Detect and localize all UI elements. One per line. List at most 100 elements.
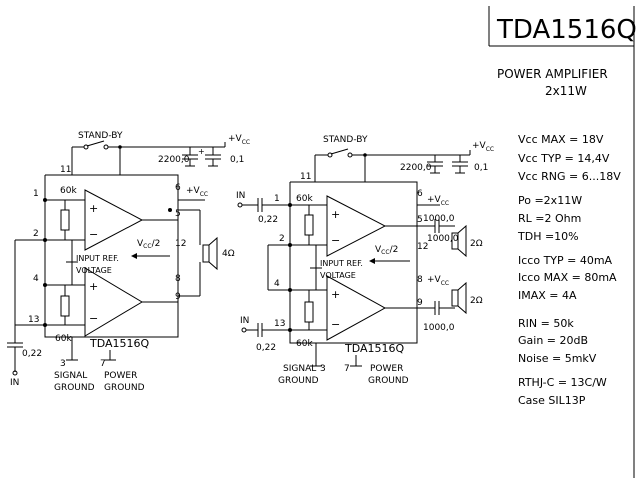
- right-cap-out-mid: 1000,0: [427, 234, 459, 244]
- svg-text:3: 3: [60, 359, 66, 369]
- right-signal-ground-2: GROUND: [278, 376, 319, 386]
- spec-imax: IMAX = 4A: [518, 289, 577, 302]
- svg-text:+: +: [198, 147, 205, 156]
- right-power-ground-1: POWER: [370, 364, 403, 374]
- right-signal-ground-1: SIGNAL: [283, 364, 316, 374]
- left-vcc-right: +VCC: [186, 186, 208, 198]
- left-circuit: STAND-BY +VCC + 2200,0 0,1 11 TDA1516Q +: [7, 131, 250, 393]
- right-cap-in-bottom: 0,22: [256, 343, 276, 353]
- right-speaker-top-ohm: 2Ω: [470, 239, 483, 249]
- left-res-top: [60, 209, 70, 231]
- svg-text:8: 8: [175, 274, 181, 284]
- title-block: TDA1516Q POWER AMPLIFIER 2x11W: [488, 6, 637, 478]
- svg-text:−: −: [331, 318, 340, 331]
- right-opamp-bottom: [326, 275, 387, 341]
- right-standby-label: STAND-BY: [323, 135, 368, 145]
- right-cap-in-top: 0,22: [258, 215, 278, 225]
- svg-text:12: 12: [417, 242, 428, 252]
- right-speaker-bottom-coil: [451, 289, 459, 307]
- svg-text:+: +: [331, 288, 340, 301]
- left-cap-01: 0,1: [230, 155, 244, 165]
- left-power-ground-1: POWER: [104, 371, 137, 381]
- left-signal-ground-2: GROUND: [54, 383, 95, 393]
- right-speaker-top-cone: [457, 224, 467, 258]
- svg-text:−: −: [89, 312, 98, 325]
- specs-panel: Vcc MAX = 18V Vcc TYP = 14,4V Vcc RNG = …: [517, 133, 621, 407]
- left-speaker-coil: [202, 244, 210, 263]
- svg-text:6: 6: [417, 189, 423, 199]
- left-opamp-bottom: [84, 267, 143, 337]
- svg-text:2: 2: [33, 229, 39, 239]
- spec-vcc-rng: Vcc RNG = 6...18V: [518, 170, 621, 183]
- right-chip-label: TDA1516Q: [344, 342, 405, 355]
- svg-text:7: 7: [100, 359, 106, 369]
- left-input-ref-1: INPUT REF.: [76, 254, 119, 263]
- subtitle-output-power: 2x11W: [545, 84, 587, 98]
- svg-text:9: 9: [417, 298, 423, 308]
- left-res-bottom-label: 60k: [55, 334, 72, 344]
- left-input-ref-2: VOLTAGE: [76, 266, 112, 275]
- part-number-title: TDA1516Q: [496, 15, 637, 45]
- left-cap-in: 0,22: [22, 349, 42, 359]
- right-vcc-pin8: +VCC: [427, 275, 449, 287]
- right-res-bottom: [304, 301, 314, 323]
- right-res-top-label: 60k: [296, 194, 313, 204]
- spec-vcc-typ: Vcc TYP = 14,4V: [518, 152, 610, 165]
- right-input-ref-2: VOLTAGE: [320, 271, 356, 280]
- svg-text:12: 12: [175, 239, 186, 249]
- left-res-bottom: [60, 295, 70, 317]
- left-speaker-cone: [208, 236, 218, 271]
- spec-po: Po =2x11W: [518, 194, 582, 207]
- spec-tdh: TDH =10%: [517, 230, 579, 243]
- left-opamp-top: [84, 189, 144, 251]
- svg-text:1: 1: [274, 194, 280, 204]
- right-cap-2200: 2200,0: [400, 163, 432, 173]
- svg-text:5: 5: [417, 215, 423, 225]
- svg-text:6: 6: [175, 183, 181, 193]
- right-circuit: STAND-BY +VCC 2200,0 0,1 11 TDA1516Q + −…: [236, 135, 494, 386]
- right-vcc-label: +VCC: [472, 141, 494, 153]
- svg-text:7: 7: [344, 364, 350, 374]
- left-standby-label: STAND-BY: [78, 131, 123, 141]
- spec-icco-max: Icco MAX = 80mA: [518, 271, 617, 284]
- right-power-ground-2: GROUND: [368, 376, 409, 386]
- spec-noise: Noise = 5mkV: [518, 352, 597, 365]
- spec-rthj: RTHJ-C = 13C/W: [518, 376, 607, 389]
- svg-text:9: 9: [175, 292, 181, 302]
- svg-text:8: 8: [417, 275, 423, 285]
- svg-text:13: 13: [28, 315, 39, 325]
- right-vcc-half: VCC/2: [375, 245, 398, 256]
- svg-text:4: 4: [274, 279, 280, 289]
- svg-text:11: 11: [300, 172, 311, 182]
- left-signal-ground-1: SIGNAL: [54, 371, 87, 381]
- left-power-ground-2: GROUND: [104, 383, 145, 393]
- spec-rin: RIN = 50k: [518, 317, 574, 330]
- spec-gain: Gain = 20dB: [518, 334, 588, 347]
- spec-icco-typ: Icco TYP = 40mA: [518, 254, 613, 267]
- right-cap-out-bottom: 1000,0: [423, 323, 455, 333]
- svg-text:13: 13: [274, 319, 285, 329]
- svg-text:4: 4: [33, 274, 39, 284]
- right-res-bottom-label: 60k: [296, 339, 313, 349]
- right-input-ref-1: INPUT REF.: [320, 259, 363, 268]
- left-in-label: IN: [10, 378, 19, 388]
- right-vcc-pin6: +VCC: [427, 195, 449, 207]
- left-chip-label: TDA1516Q: [89, 337, 150, 350]
- svg-text:3: 3: [320, 364, 326, 374]
- left-vcc-half: VCC/2: [137, 239, 160, 250]
- right-in-top: IN: [236, 191, 245, 201]
- svg-text:−: −: [89, 228, 98, 241]
- left-switch-contact-b: [103, 144, 109, 150]
- right-in-bottom: IN: [240, 316, 249, 326]
- svg-text:+: +: [331, 208, 340, 221]
- right-opamp-top: [326, 195, 387, 257]
- spec-vcc-max: Vcc MAX = 18V: [518, 133, 604, 146]
- svg-text:5: 5: [175, 209, 181, 219]
- svg-text:+: +: [89, 280, 98, 293]
- right-speaker-bottom-cone: [457, 281, 467, 315]
- left-res-top-label: 60k: [60, 186, 77, 196]
- left-cap-2200: 2200,0: [158, 155, 190, 165]
- subtitle-power-amplifier: POWER AMPLIFIER: [497, 67, 608, 81]
- svg-text:11: 11: [60, 165, 71, 175]
